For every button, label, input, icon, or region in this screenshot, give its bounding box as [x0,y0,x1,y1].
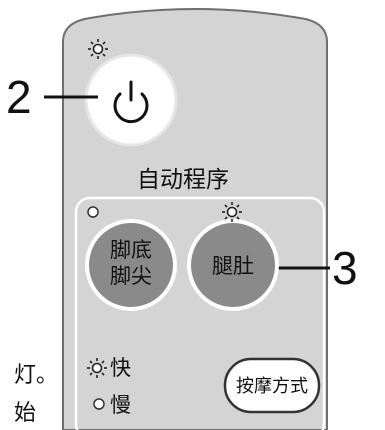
cutoff-text-line2: 始 [14,401,37,426]
indicator-light-icon-power [88,39,108,59]
indicator-light-off-feet [87,206,99,218]
feet-button-label-line1[interactable]: 脚底 [110,238,152,262]
calf-button-label[interactable]: 腿肚 [212,254,254,278]
feet-button [85,219,177,311]
massage-mode-button [223,357,321,414]
speed-slow-label: 慢 [110,393,131,417]
section-title-auto-program: 自动程序 [137,167,229,193]
feet-button-label-line2[interactable]: 脚尖 [110,264,152,288]
speed-fast-label: 快 [110,356,131,380]
auto-program-section-box [74,196,326,430]
calf-button [187,219,279,311]
cutoff-text-line1: 灯。 [14,363,59,388]
indicator-light-icon-fast [87,358,107,378]
indicator-light-off-slow [93,398,105,410]
callout-number-2: 2 [6,71,32,123]
callout-number-3: 3 [332,242,358,294]
massage-mode-button-label[interactable]: 按摩方式 [236,376,308,397]
power-icon [113,80,149,124]
indicator-light-icon-calf [222,202,242,222]
